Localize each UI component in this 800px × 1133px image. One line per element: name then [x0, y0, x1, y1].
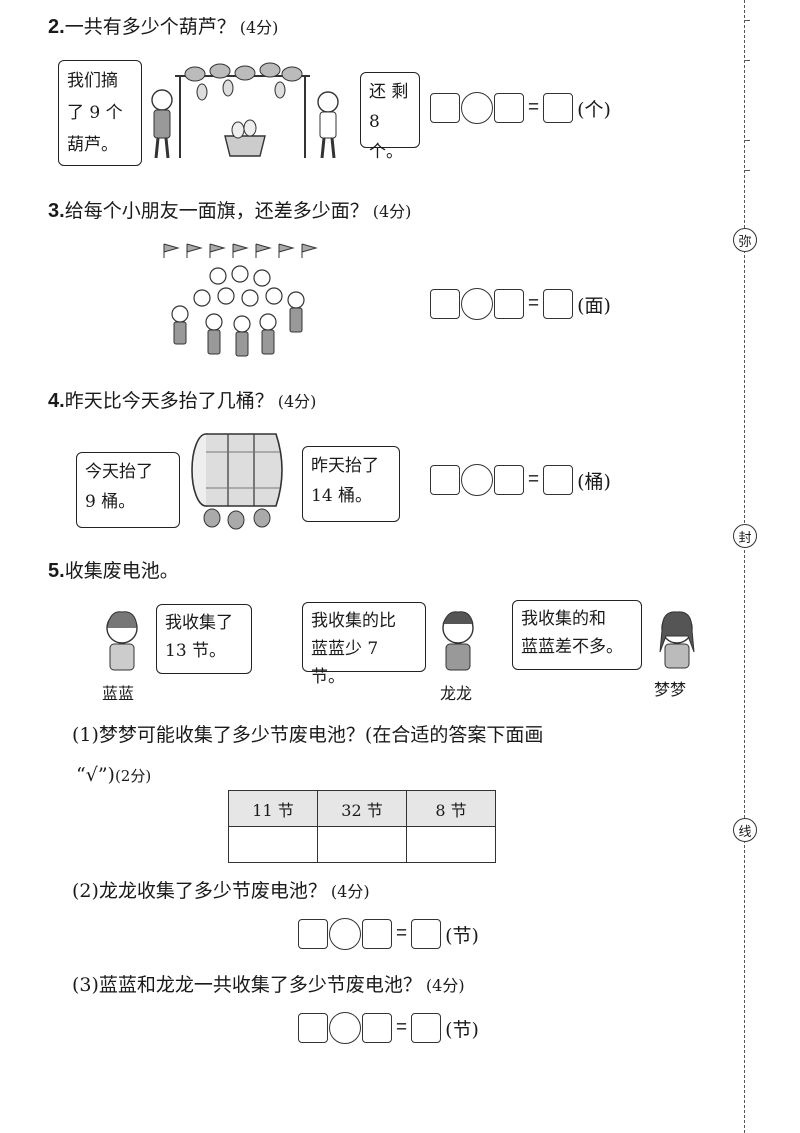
answer-box[interactable]	[362, 919, 392, 949]
name-lanlan: 蓝蓝	[102, 684, 135, 703]
seal-tick	[744, 20, 750, 21]
q5-title: 5.收集废电池。	[48, 560, 179, 582]
answer-box[interactable]	[298, 919, 328, 949]
flags-and-children-illustration	[163, 243, 318, 357]
check-cell-32[interactable]	[317, 826, 407, 863]
q3-equation: = (面)	[430, 288, 611, 320]
mengmeng-bubble: 我收集的和蓝蓝差不多。	[512, 600, 642, 670]
answer-box[interactable]	[543, 465, 574, 495]
option-8: 8 节	[406, 790, 496, 827]
q5-sub3-text: (3)蓝蓝和龙龙一共收集了多少节废电池？(4分)	[72, 974, 465, 996]
q4-title: 4.昨天比今天多抬了几桶？(4分)	[48, 390, 317, 412]
operator-circle[interactable]	[329, 918, 361, 950]
margin-label-xian: 线	[733, 818, 757, 842]
option-32: 32 节	[317, 790, 407, 827]
margin-label-feng: 封	[733, 524, 757, 548]
barrel-illustration	[191, 433, 283, 530]
longlong-character	[442, 611, 474, 671]
q2-title: 2.一共有多少个葫芦？(4分)	[48, 16, 279, 38]
answer-box[interactable]	[362, 1013, 392, 1043]
seal-tick	[744, 60, 750, 61]
answer-box[interactable]	[430, 93, 460, 123]
operator-circle[interactable]	[329, 1012, 361, 1044]
q3-title: 3.给每个小朋友一面旗，还差多少面？(4分)	[48, 200, 412, 222]
q5-sub3-equation: = (节)	[298, 1012, 479, 1044]
gourd-harvest-illustration	[151, 62, 339, 159]
answer-box[interactable]	[494, 289, 524, 319]
answer-box[interactable]	[543, 93, 574, 123]
name-longlong: 龙龙	[440, 684, 473, 703]
mengmeng-character	[659, 611, 695, 669]
q5-sub1-text: (1)梦梦可能收集了多少节废电池？(在合适的答案下面画	[72, 724, 544, 746]
seal-line	[744, 0, 745, 1133]
q4-equation: = (桶)	[430, 464, 611, 496]
longlong-bubble: 我收集的比蓝蓝少 7 节。	[302, 602, 426, 687]
seal-tick	[744, 170, 750, 171]
name-mengmeng: 梦梦	[654, 680, 687, 699]
answer-box[interactable]	[430, 289, 460, 319]
answer-box[interactable]	[298, 1013, 328, 1043]
q5-answer-table: 11 节 32 节 8 节	[228, 790, 496, 863]
answer-box[interactable]	[494, 465, 524, 495]
operator-circle[interactable]	[461, 464, 493, 496]
seal-tick	[744, 140, 750, 141]
q5-sub1-text-cont: “√”)(2分)	[76, 764, 152, 786]
check-cell-8[interactable]	[406, 826, 496, 863]
margin-label-mi: 弥	[733, 228, 757, 252]
answer-box[interactable]	[430, 465, 460, 495]
lanlan-character	[106, 611, 138, 671]
answer-box[interactable]	[543, 289, 574, 319]
q5-sub2-equation: = (节)	[298, 918, 479, 950]
answer-box[interactable]	[411, 1013, 442, 1043]
answer-box[interactable]	[411, 919, 442, 949]
q2-bubble-left: 我们摘了 9 个葫芦。	[58, 60, 142, 166]
operator-circle[interactable]	[461, 288, 493, 320]
answer-box[interactable]	[494, 93, 524, 123]
check-cell-11[interactable]	[228, 826, 318, 863]
q2-equation: = (个)	[430, 92, 611, 124]
option-11: 11 节	[228, 790, 318, 827]
q5-sub2-text: (2)龙龙收集了多少节废电池？(4分)	[72, 880, 370, 902]
operator-circle[interactable]	[461, 92, 493, 124]
